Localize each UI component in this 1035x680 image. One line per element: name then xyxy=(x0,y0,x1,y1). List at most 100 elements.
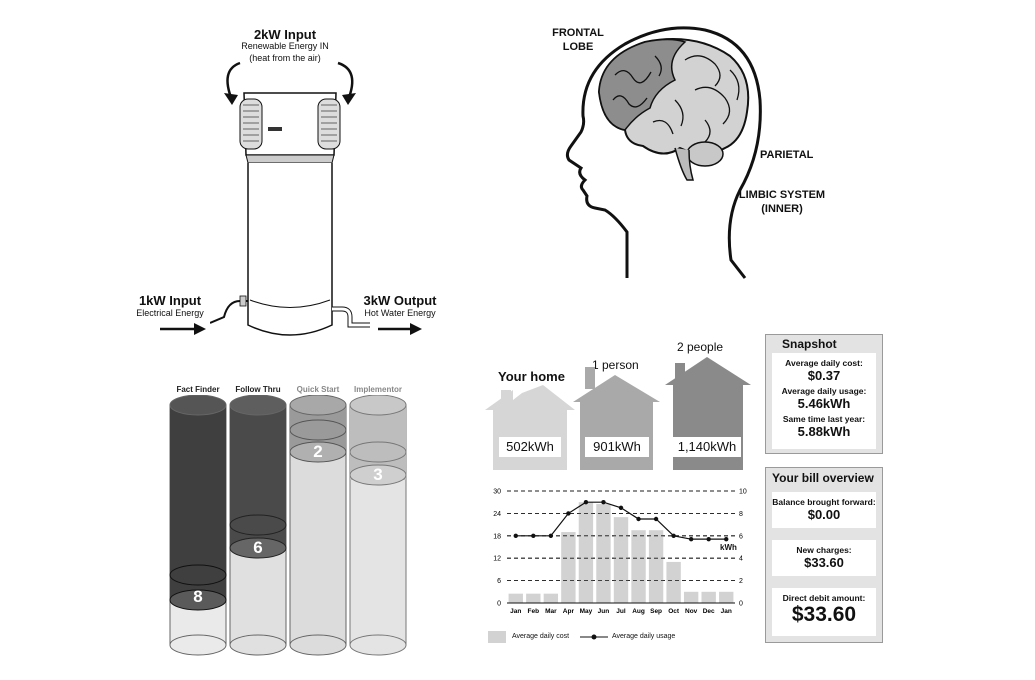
y-left-tick-label: 30 xyxy=(493,489,501,496)
heat-pump-top-title: 2kW Input xyxy=(253,27,317,42)
bill-debit-label: Direct debit amount: xyxy=(782,593,866,603)
heat-pump-top-sub1: Renewable Energy IN xyxy=(241,41,329,51)
y-right-tick-label: 10 xyxy=(739,489,747,496)
cylinder-value: 2 xyxy=(313,442,323,461)
bill-title: Your bill overview xyxy=(772,471,874,485)
bar xyxy=(561,532,576,603)
heat-pump-left-sub: Electrical Energy xyxy=(136,308,204,318)
x-tick-label: Nov xyxy=(685,608,698,615)
cylinder-quick-start xyxy=(289,395,347,656)
y-right-tick-label: 6 xyxy=(739,533,743,540)
usage-point xyxy=(601,500,606,505)
snapshot-panel: Snapshot Average daily cost: $0.37 Avera… xyxy=(765,334,883,454)
snapshot-last-year-label: Same time last year: xyxy=(782,414,866,424)
bar xyxy=(526,593,541,603)
left-arrow-icon xyxy=(160,323,206,335)
legend-cost-swatch xyxy=(488,631,506,643)
bill-balance-label: Balance brought forward: xyxy=(772,497,876,507)
bar xyxy=(596,504,611,603)
house-kwh-1-person: 901kWh xyxy=(585,437,649,457)
heat-pump-right-title: 3kW Output xyxy=(363,293,437,308)
bar xyxy=(508,593,523,603)
cylinder-label: Follow Thru xyxy=(235,385,281,394)
cylinder-label: Quick Start xyxy=(296,385,340,394)
y-left-tick-label: 24 xyxy=(493,511,501,518)
legend-cost-label: Average daily cost xyxy=(512,633,570,640)
cylinder-follow-thru xyxy=(229,395,287,656)
usage-point xyxy=(531,533,536,538)
x-tick-label: Jan xyxy=(510,608,521,615)
x-tick-label: Sep xyxy=(650,608,662,615)
bar xyxy=(648,530,664,603)
cylinders-svg xyxy=(169,395,407,656)
usage-point xyxy=(688,536,694,542)
unit-label: kWh xyxy=(720,543,737,552)
house-label-1-person: 1 person xyxy=(592,358,639,372)
x-tick-label: Aug xyxy=(632,608,645,615)
x-tick-label: Dec xyxy=(703,608,715,615)
frontal-label-2: LOBE xyxy=(562,41,594,53)
y-left-tick-label: 12 xyxy=(493,556,501,563)
bar xyxy=(719,591,734,603)
x-tick-label: May xyxy=(580,608,593,615)
bar xyxy=(613,517,629,603)
x-tick-label: Feb xyxy=(528,608,540,615)
x-tick-label: Jun xyxy=(598,608,610,615)
heat-pump-top-sub2: (heat from the air) xyxy=(249,53,321,63)
bill-debit-value: $33.60 xyxy=(791,603,857,626)
bar xyxy=(543,593,559,603)
cylinder-fact-finder xyxy=(169,395,227,656)
x-tick-label: Mar xyxy=(545,608,557,615)
parietal-label: PARIETAL xyxy=(760,149,814,161)
snapshot-usage-value: 5.46kWh xyxy=(797,396,851,411)
heat-pump-right-sub: Hot Water Energy xyxy=(364,308,436,318)
usage-point xyxy=(706,536,711,542)
usage-point xyxy=(653,516,659,522)
usage-point xyxy=(671,533,676,538)
cylinder-value: 6 xyxy=(253,538,263,557)
bill-charges-box: New charges: $33.60 xyxy=(772,540,876,576)
frontal-label-1: FRONTAL xyxy=(552,27,604,39)
bar xyxy=(631,530,646,603)
y-right-tick-label: 4 xyxy=(739,556,743,563)
house-kwh-your-home: 502kWh xyxy=(499,437,561,457)
house-kwh-2-people: 1,140kWh xyxy=(673,437,741,457)
usage-point xyxy=(513,533,518,538)
snapshot-cost-value: $0.37 xyxy=(807,368,841,383)
x-tick-label: Oct xyxy=(668,608,680,615)
y-left-tick-label: 0 xyxy=(497,601,501,608)
x-tick-label: Jan xyxy=(721,608,732,615)
bill-charges-value: $33.60 xyxy=(804,555,844,570)
cylinder-value: 8 xyxy=(193,587,203,606)
snapshot-cost-label: Average daily cost: xyxy=(785,358,863,368)
usage-point xyxy=(548,533,554,538)
legend-usage-label: Average daily usage xyxy=(612,633,676,640)
usage-point xyxy=(636,516,641,522)
snapshot-title: Snapshot xyxy=(782,337,837,351)
snapshot-body: Average daily cost: $0.37 Average daily … xyxy=(772,353,876,449)
bill-overview-panel: Your bill overview Balance brought forwa… xyxy=(765,467,883,643)
bill-balance-value: $0.00 xyxy=(807,507,841,522)
snapshot-last-year-value: 5.88kWh xyxy=(797,424,851,439)
limbic-label-1: LIMBIC SYSTEM xyxy=(738,189,826,201)
y-left-tick-label: 18 xyxy=(493,533,501,540)
bar xyxy=(666,561,681,603)
right-arrow-icon xyxy=(378,323,422,335)
usage-point xyxy=(583,500,589,505)
cylinder-label: Implementor xyxy=(353,385,402,394)
usage-point xyxy=(724,536,729,542)
bar xyxy=(683,591,699,603)
cylinder-implementor xyxy=(349,395,407,656)
cylinder-label: Fact Finder xyxy=(176,385,220,394)
legend-usage-swatch xyxy=(580,634,608,640)
y-right-tick-label: 2 xyxy=(739,578,743,585)
bill-charges-label: New charges: xyxy=(796,545,852,555)
y-left-tick-label: 6 xyxy=(497,578,501,585)
y-right-tick-label: 0 xyxy=(739,601,743,608)
brain-head-icon xyxy=(565,26,762,279)
bill-debit-box: Direct debit amount: $33.60 xyxy=(772,588,876,636)
cylinder-value: 3 xyxy=(373,465,383,484)
snapshot-usage-label: Average daily usage: xyxy=(781,386,867,396)
heat-pump-tank-icon xyxy=(210,61,370,336)
